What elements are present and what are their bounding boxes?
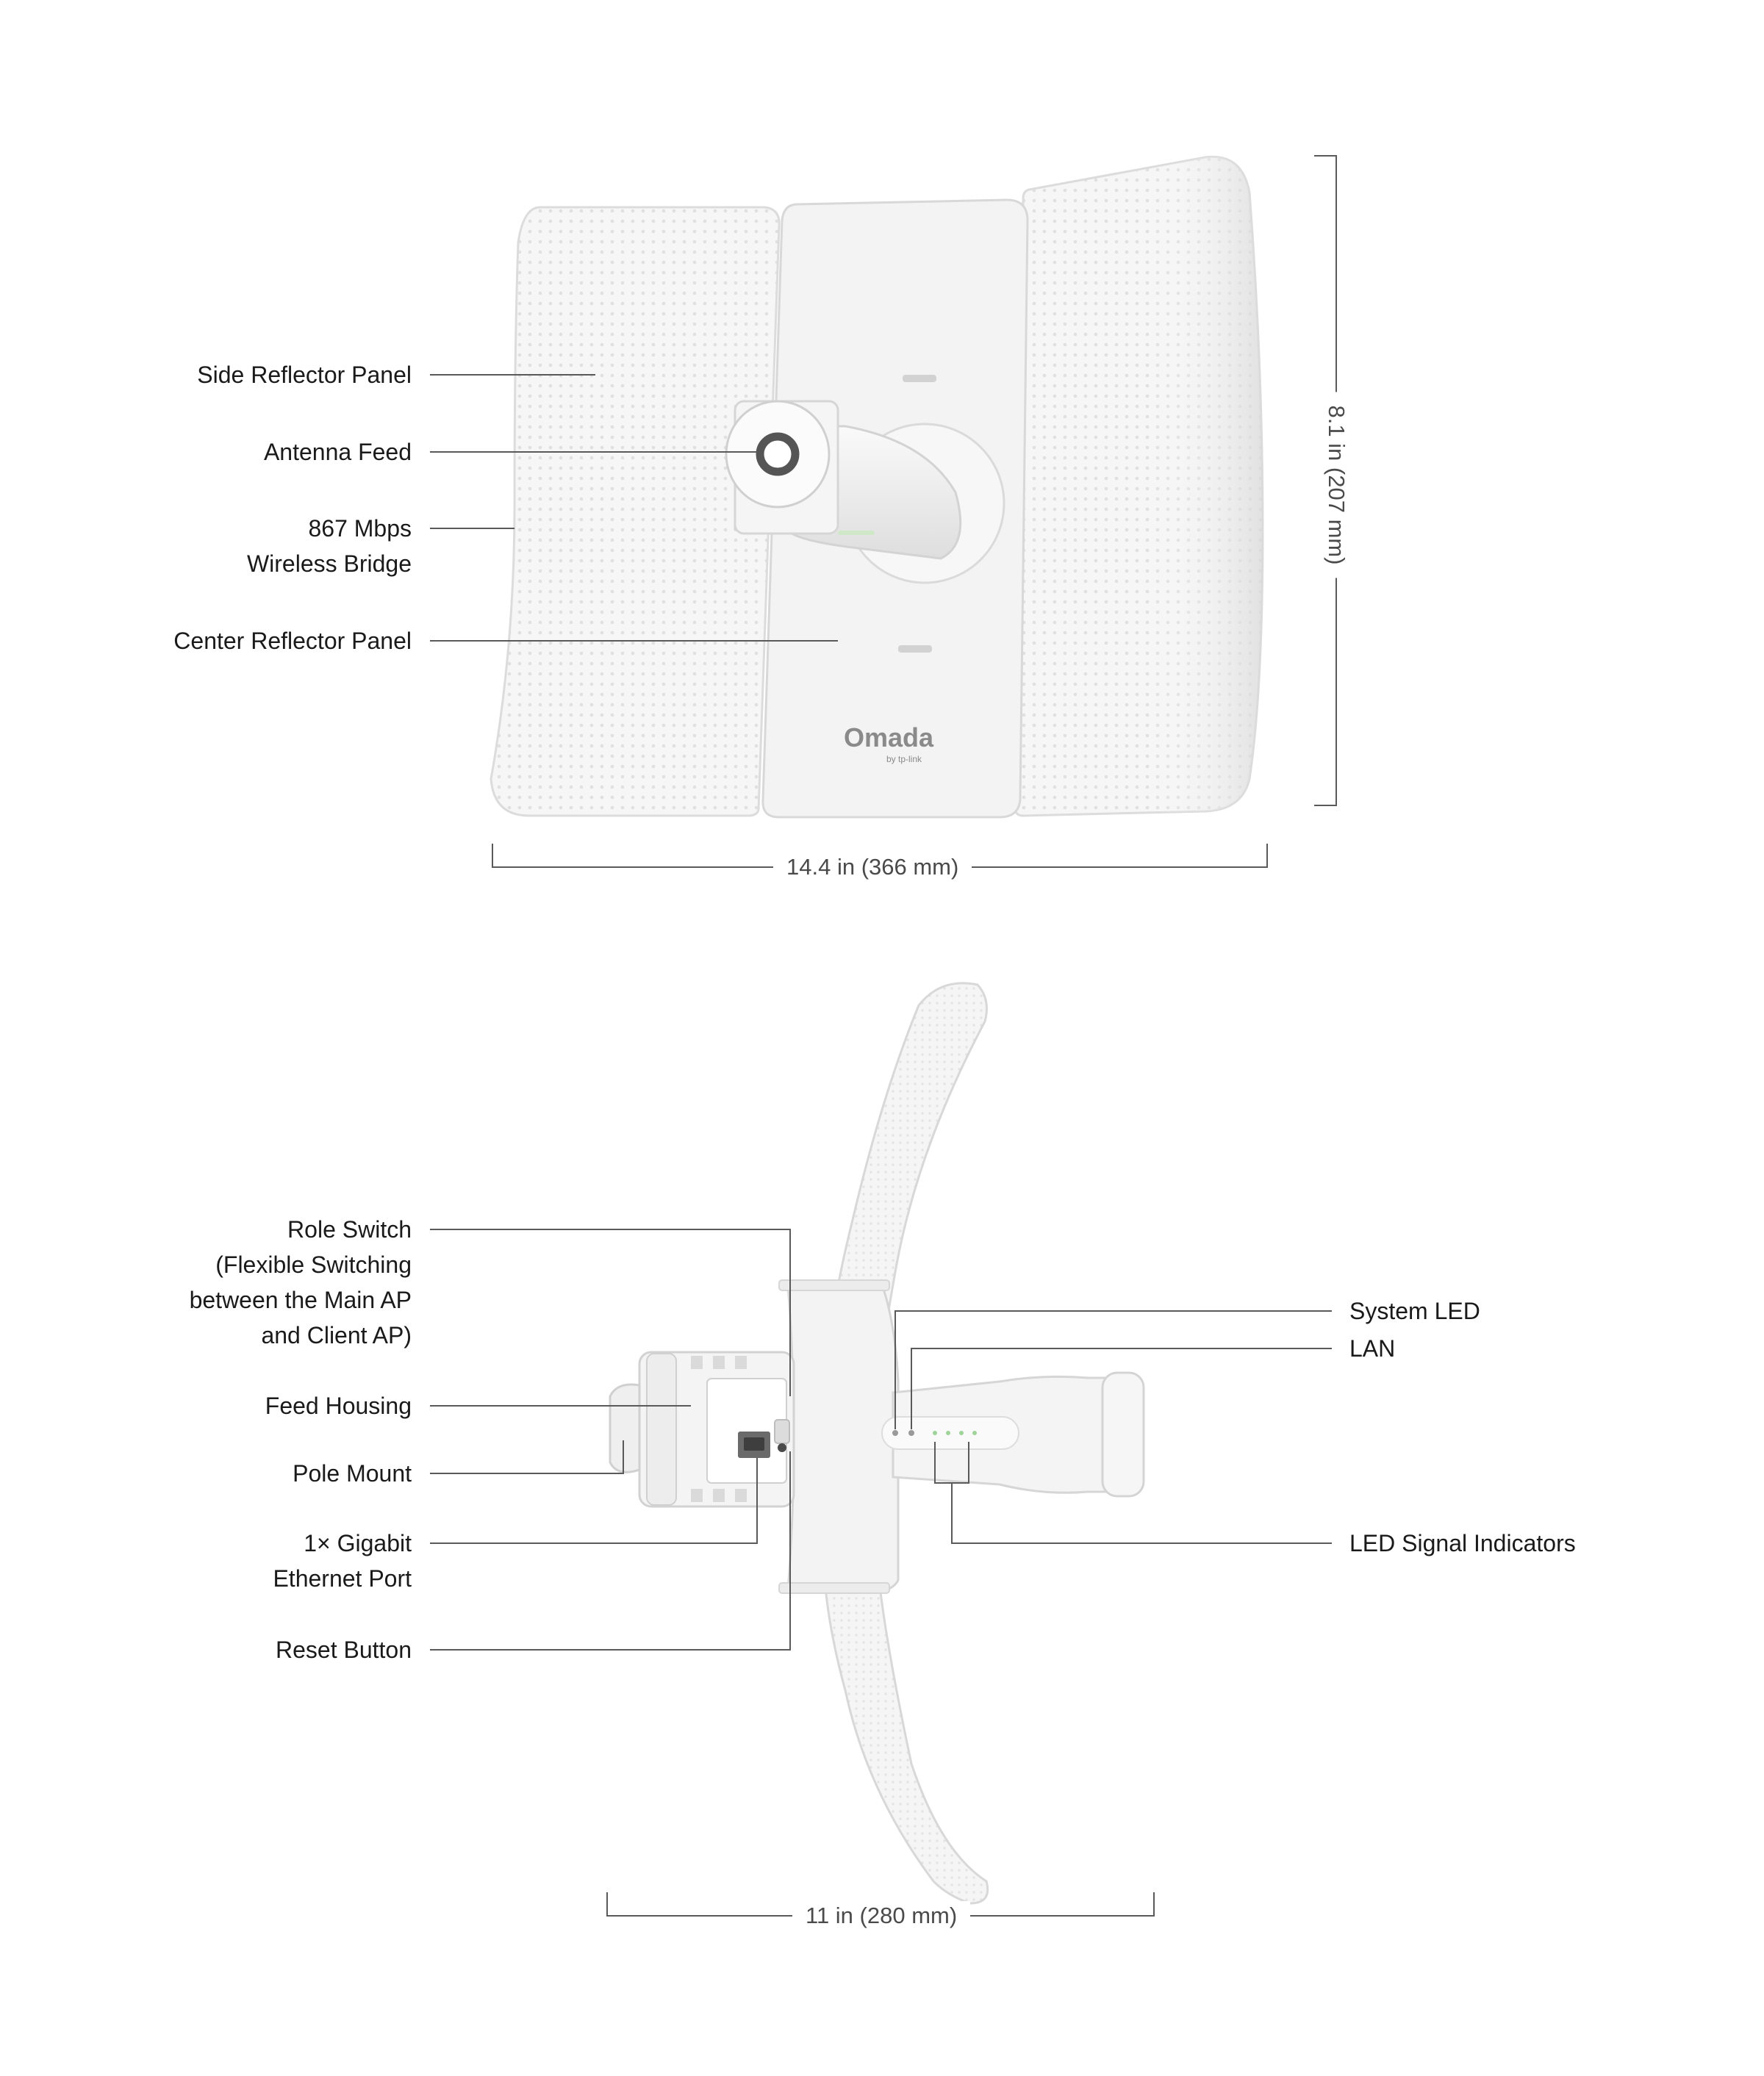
label-antenna-feed: Antenna Feed — [263, 439, 412, 465]
label-ethernet-port: Ethernet Port — [273, 1565, 412, 1592]
label-center-reflector-panel: Center Reflector Panel — [173, 628, 412, 654]
label-role-switch-line2: (Flexible Switching — [215, 1251, 412, 1278]
top-height-label: 8.1 in (207 mm) — [1322, 392, 1351, 578]
label-led-signal-indicators: LED Signal Indicators — [1349, 1530, 1576, 1556]
top-width-label: 14.4 in (366 mm) — [773, 852, 972, 882]
side-pole-mount — [609, 1383, 641, 1473]
brand-logo: Omada — [844, 722, 934, 753]
side-right-leader-lines — [894, 1310, 1332, 1544]
side-device — [609, 982, 1145, 1905]
label-bridge-speed: 867 Mbps — [308, 515, 412, 542]
label-pole-mount: Pole Mount — [293, 1460, 412, 1487]
side-center-plate — [786, 1283, 900, 1593]
top-device — [490, 155, 1264, 819]
label-gigabit-port: 1× Gigabit — [304, 1530, 412, 1556]
label-reset-button: Reset Button — [276, 1637, 412, 1663]
label-system-led: System LED — [1349, 1298, 1480, 1324]
antenna-feed-ring — [756, 432, 800, 476]
label-wireless-bridge: Wireless Bridge — [246, 550, 412, 577]
brand-sub: by tp-link — [886, 754, 922, 764]
label-feed-housing: Feed Housing — [265, 1393, 412, 1419]
label-role-switch: Role Switch — [287, 1216, 412, 1243]
side-width-label: 11 in (280 mm) — [792, 1901, 971, 1930]
label-lan: LAN — [1349, 1335, 1396, 1362]
side-left-leader-lines — [430, 1229, 791, 1651]
label-role-switch-line4: and Client AP) — [261, 1322, 412, 1348]
side-lower-wing — [823, 1578, 989, 1905]
label-side-reflector-panel: Side Reflector Panel — [197, 362, 412, 388]
label-role-switch-line3: between the Main AP — [189, 1287, 412, 1313]
top-leader-lines — [430, 374, 838, 642]
left-reflector-panel — [490, 206, 781, 817]
